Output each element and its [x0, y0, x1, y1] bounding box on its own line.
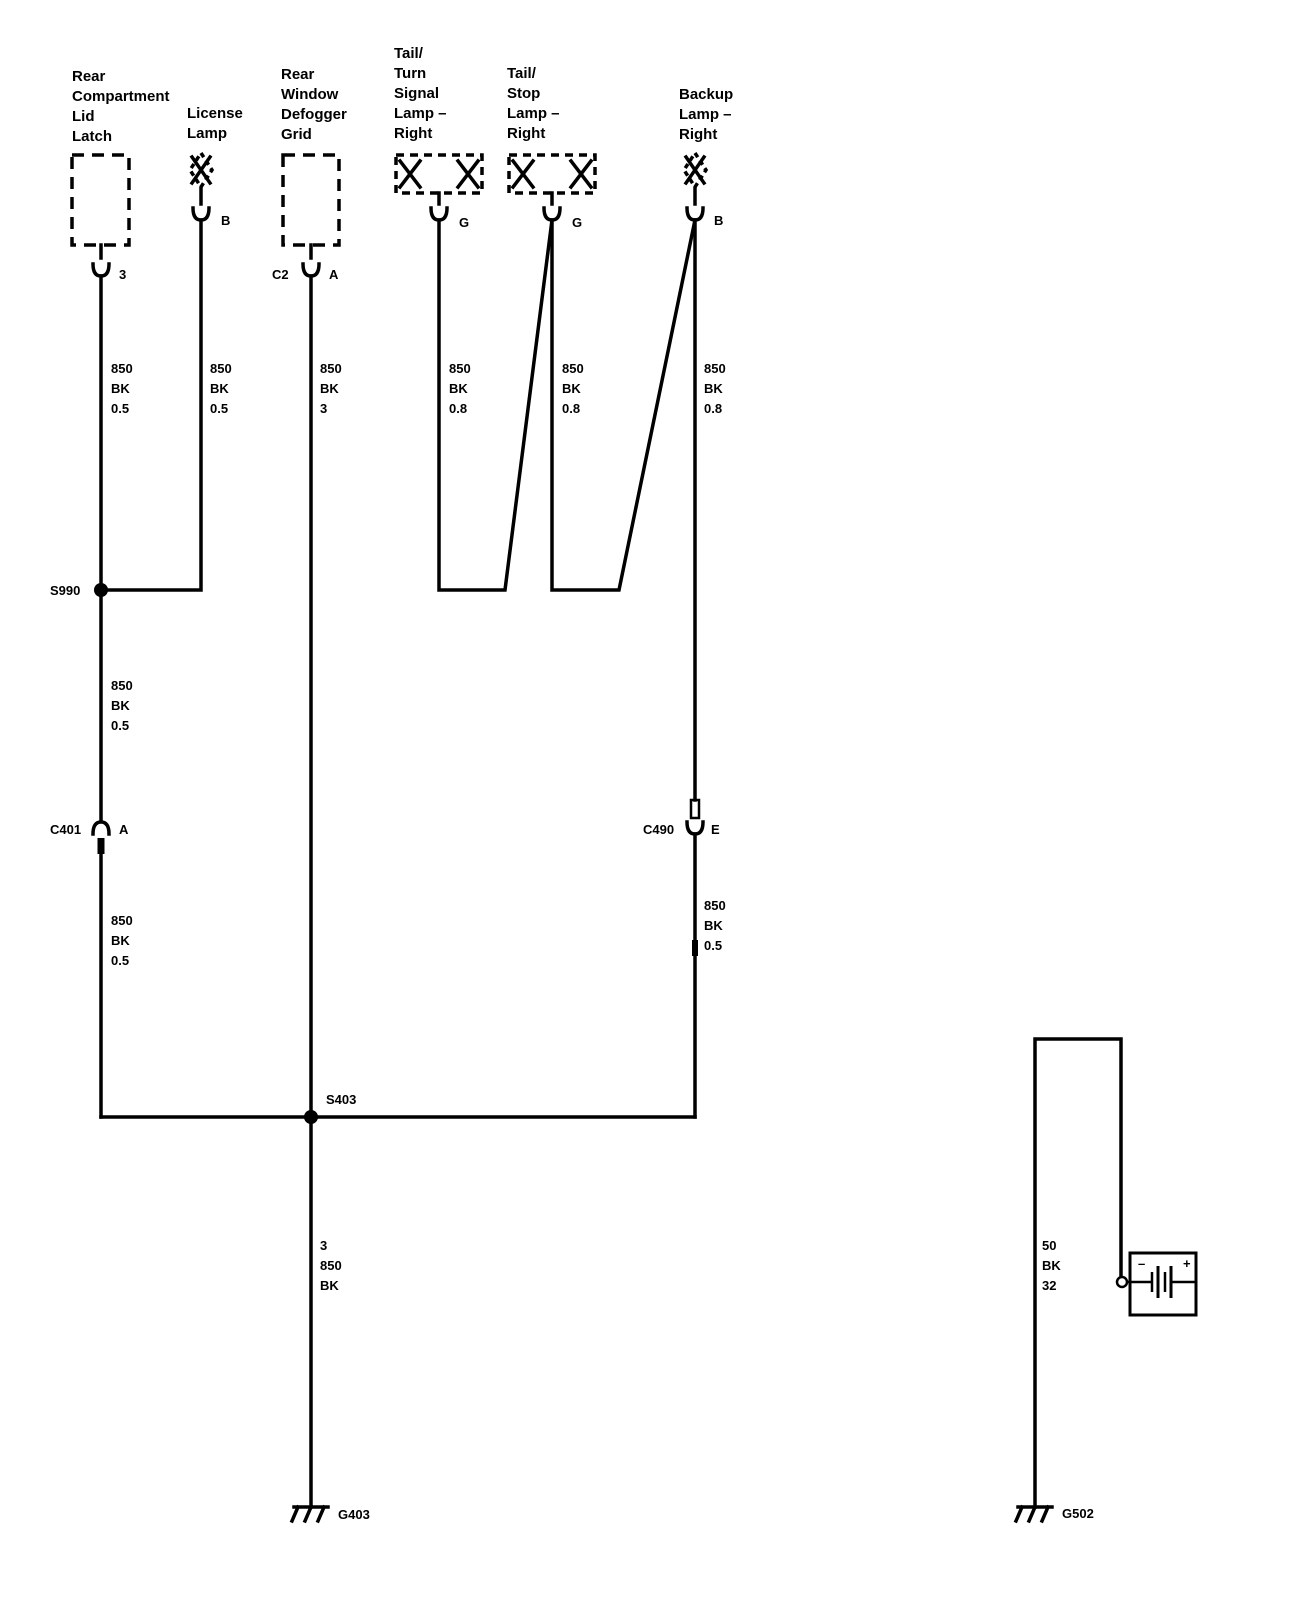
- backup-wire-label: 850 BK 0.8: [704, 361, 729, 416]
- c490-pin: [689, 798, 701, 820]
- tail-turn-wire-label: 850 BK 0.8: [449, 361, 474, 416]
- c490-pin-label: E: [711, 822, 720, 837]
- s990-label: S990: [50, 583, 80, 598]
- tail-turn-terminal: [429, 206, 449, 222]
- g403-label: G403: [338, 1507, 370, 1522]
- license-lamp-label: License Lamp: [187, 105, 247, 142]
- defogger-connector-label: C2: [272, 267, 289, 282]
- s403-to-g403-wire-label: 3 850 BK: [320, 1238, 345, 1293]
- c401-to-s403-wire-label: 850 BK 0.5: [111, 913, 136, 968]
- license-wire-label: 850 BK 0.5: [210, 361, 235, 416]
- s403-splice: [304, 1110, 318, 1124]
- license-terminal: [191, 206, 211, 222]
- license-pin-label: B: [221, 213, 230, 228]
- battery-to-g502-wire-label: 50 BK 32: [1042, 1238, 1064, 1293]
- g502-ground-icon: [1013, 1504, 1054, 1524]
- latch-wire-label: 850 BK 0.5: [111, 361, 136, 416]
- rear-window-defogger-grid-label: Rear Window Defogger Grid: [281, 66, 351, 143]
- tail-turn-pin-label: G: [459, 215, 469, 230]
- defogger-terminal: [301, 262, 321, 278]
- c490-label: C490: [643, 822, 674, 837]
- tail-stop-wire-label: 850 BK 0.8: [562, 361, 587, 416]
- c401-connector: [91, 820, 111, 836]
- tail-turn-wire: [437, 218, 554, 592]
- tail-turn-lamp-icon: [394, 153, 484, 195]
- rear-compartment-lid-latch-box: [70, 153, 131, 247]
- tail-stop-terminal: [542, 206, 562, 222]
- defogger-wire-label: 850 BK 3: [320, 361, 345, 416]
- c401-label: C401: [50, 822, 81, 837]
- backup-lamp-bulb-icon: [681, 149, 709, 191]
- backup-terminal: [685, 206, 705, 222]
- battery-icon: [1127, 1251, 1198, 1317]
- tail-stop-wire: [550, 217, 698, 592]
- battery-plus-label: +: [1183, 1256, 1191, 1271]
- backup-pin-label: B: [714, 213, 723, 228]
- latch-terminal: [91, 262, 111, 278]
- tail-turn-signal-lamp-right-label: Tail/ Turn Signal Lamp – Right: [394, 45, 451, 142]
- latch-pin-label: 3: [119, 267, 126, 282]
- tail-stop-lamp-right-label: Tail/ Stop Lamp – Right: [507, 65, 564, 142]
- s990-splice: [94, 583, 108, 597]
- c490-to-s403-wire-label: 850 BK 0.5: [704, 898, 729, 953]
- g403-ground-icon: [289, 1504, 330, 1524]
- defogger-pin-label: A: [329, 267, 339, 282]
- backup-lamp-right-label: Backup Lamp – Right: [679, 86, 737, 143]
- license-lamp-bulb-icon: [187, 149, 215, 191]
- c490-connector: [685, 820, 705, 836]
- s403-label: S403: [326, 1092, 356, 1107]
- s990-to-c401-wire-label: 850 BK 0.5: [111, 678, 136, 733]
- c401-pin-label: A: [119, 822, 129, 837]
- g502-label: G502: [1062, 1506, 1094, 1521]
- tail-stop-lamp-icon: [507, 153, 597, 195]
- license-wire: [99, 218, 203, 592]
- rear-compartment-lid-latch-label: Rear Compartment Lid Latch: [72, 68, 174, 145]
- battery-terminal: [1115, 1275, 1129, 1289]
- battery-minus-label: –: [1138, 1256, 1145, 1271]
- rear-window-defogger-grid-box: [281, 153, 341, 247]
- battery-ground-wire: [1033, 1037, 1123, 1509]
- tail-stop-pin-label: G: [572, 215, 582, 230]
